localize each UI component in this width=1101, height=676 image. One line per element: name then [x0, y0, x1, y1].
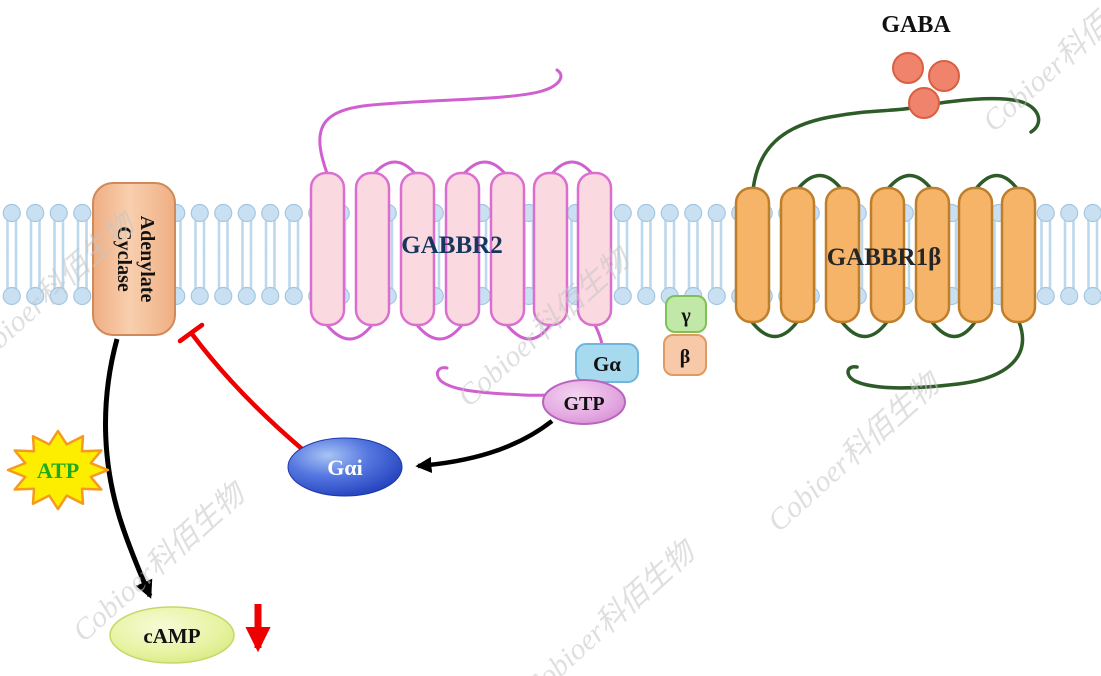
gabbr2-helix [444, 171, 481, 327]
atp-label: ATP [37, 458, 79, 483]
watermark: Cobioer科佰生物 [761, 365, 948, 538]
gaba-label: GABA [881, 12, 951, 38]
adenylate-cyclase-label: AdenylateCyclase [113, 216, 158, 303]
adenylate-cyclase-body [92, 182, 176, 336]
gabbr1b-helix [824, 186, 861, 324]
gabbr1b-helix [734, 186, 771, 324]
beta-label: β [680, 346, 691, 368]
inhibition-arrow-bar [177, 322, 205, 344]
gabbr1b-extracellular-loop [973, 173, 1020, 192]
gamma-label: γ [680, 305, 691, 327]
gabbr1b-helix [869, 186, 906, 324]
inhibition-arrow-shaft [189, 331, 305, 452]
gabbr1b-extracellular-loop [885, 173, 934, 192]
gabbr2-helix [532, 171, 569, 327]
g-alpha-i: Gαi [287, 437, 403, 497]
arrow-ac-to-camp [103, 338, 153, 599]
arrow-gtp-to-gai [415, 419, 554, 473]
gabbr2-helix [309, 171, 346, 327]
gabbr1b-receptor: GABBR1β [734, 96, 1041, 390]
camp-molecule: cAMP [109, 606, 235, 664]
g-alpha-i-body [287, 437, 403, 497]
gabbr2-helix [576, 171, 613, 327]
gabbr1b-helix [957, 186, 994, 324]
watermark: Cobioer科佰生物 [516, 533, 703, 676]
gamma-subunit: γ [665, 295, 707, 333]
gaba-molecule [928, 60, 960, 92]
adenylate-cyclase-line2: Cyclase [113, 226, 135, 292]
g-alpha-label: Gα [593, 352, 621, 376]
adenylate-cyclase-line1: Adenylate [136, 216, 158, 303]
gabbr1b-helix [779, 186, 816, 324]
gabbr2-label: GABBR2 [401, 232, 502, 259]
gtp-label: GTP [563, 393, 604, 415]
gabbr2-receptor: GABBR2 [309, 68, 613, 397]
gabbr2-intracellular-loop [505, 323, 552, 341]
inhibition-arrow [177, 322, 305, 452]
beta-subunit: β [663, 334, 707, 376]
gabbr1b-extracellular-loop [795, 173, 844, 192]
gaba-molecule [908, 87, 940, 119]
camp-label: cAMP [143, 624, 200, 648]
gabbr1b-intracellular-loop [750, 320, 799, 339]
camp-body [109, 606, 235, 664]
gabbr2-n-terminus [318, 68, 563, 178]
gabbr1b-label: GABBR1β [827, 244, 942, 271]
gaba-molecule [892, 52, 924, 84]
gabbr2-helices [309, 171, 613, 327]
g-alpha-i-label: Gαi [327, 455, 363, 480]
gabbr1b-helices [734, 186, 1037, 324]
g-alpha-subunit: Gα [575, 343, 639, 383]
gabbr2-intracellular-loop [325, 323, 374, 341]
atp-starburst [6, 429, 110, 511]
gtp-molecule: GTP [542, 379, 626, 425]
gabbr1b-intracellular-loop [840, 320, 889, 339]
gamma-body [665, 295, 707, 333]
gabbr2-helix [399, 171, 436, 327]
gabbr1b-helix [914, 186, 951, 324]
gabbr1b-intracellular-loop [930, 320, 977, 339]
gtp-body [542, 379, 626, 425]
gabbr2-c-terminus-link [593, 323, 604, 347]
gabbr2-intracellular-loop [415, 323, 464, 341]
beta-body [663, 334, 707, 376]
gabbr2-helix [489, 171, 526, 327]
gaba-ligand: GABA [881, 12, 960, 119]
gabbr1b-c-terminal-tail [846, 320, 1025, 390]
g-alpha-body [575, 343, 639, 383]
gabbr2-helix [354, 171, 391, 327]
gabbr1b-helix [1000, 186, 1037, 324]
adenylate-cyclase: AdenylateCyclase [92, 182, 176, 336]
atp-molecule: ATP [6, 429, 110, 511]
